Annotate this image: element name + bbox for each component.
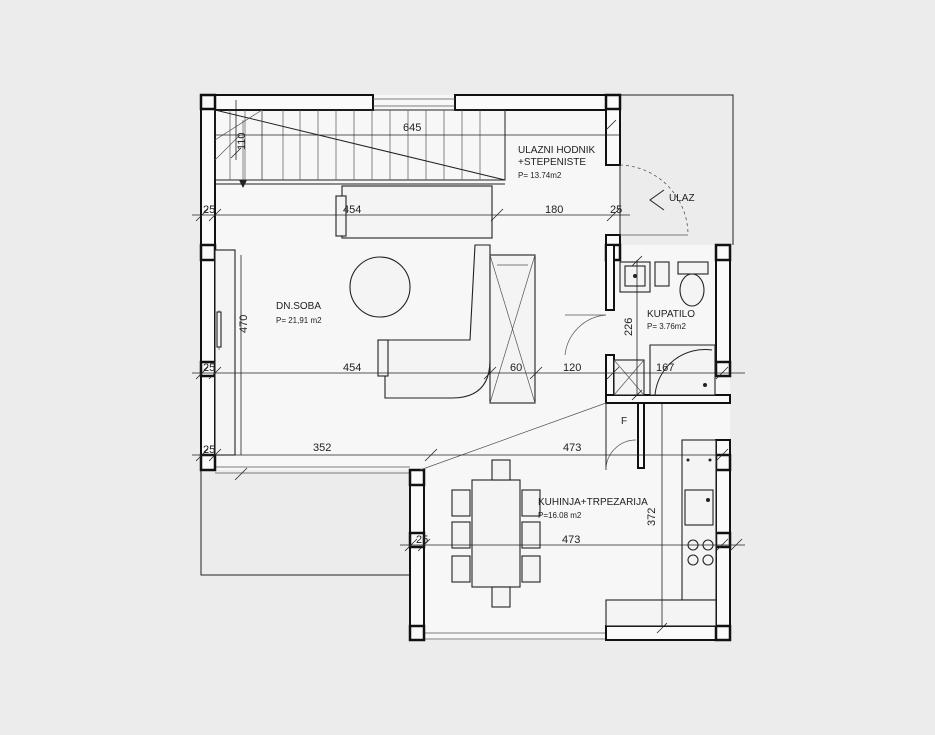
- kitchen-name: KUHINJA+TRPEZARIJA: [538, 497, 648, 508]
- hall-area: P= 13.74m2: [518, 171, 562, 180]
- living-name: DN.SOBA: [276, 301, 321, 312]
- opening-line: [419, 402, 607, 471]
- dim-wall-25c: 25: [203, 362, 215, 374]
- bath-name: KUPATILO: [647, 309, 695, 320]
- dimension-lines: [192, 100, 745, 634]
- dim-473-lower: 473: [562, 534, 580, 546]
- living-area: P= 21,91 m2: [276, 316, 322, 325]
- dim-wall-25b: 25: [610, 204, 622, 216]
- staircase: [214, 109, 506, 188]
- room-labels: ULAZNI HODNIK +STEPENISTE P= 13.74m2 DN.…: [276, 145, 695, 520]
- entrance-door: [619, 164, 689, 236]
- utility-box: [613, 359, 645, 396]
- hall-name-2: +STEPENISTE: [518, 157, 586, 168]
- closet-door: [605, 439, 637, 471]
- dim-226: 226: [623, 318, 635, 336]
- bathroom-door: [564, 314, 607, 356]
- dim-470: 470: [238, 315, 250, 333]
- dim-352: 352: [313, 442, 331, 454]
- dim-473-upper: 473: [563, 442, 581, 454]
- dim-454-mid: 454: [343, 362, 361, 374]
- interior-partitions: [605, 244, 731, 470]
- dim-wall-25: 25: [203, 204, 215, 216]
- dim-167: 167: [656, 362, 674, 374]
- dimension-labels: 645 110 25 454 180 25 470 25 454 60 120 …: [203, 122, 674, 546]
- dim-60: 60: [510, 362, 522, 374]
- dim-stair-width: 645: [403, 122, 421, 134]
- hall-name: ULAZNI HODNIK: [518, 145, 596, 156]
- kitchen-area: P=16.08 m2: [538, 511, 582, 520]
- entrance-label: ULAZ: [669, 193, 695, 204]
- dim-454-top: 454: [343, 204, 361, 216]
- dim-180: 180: [545, 204, 563, 216]
- closet-label: F: [621, 416, 627, 427]
- dim-wall-25e: 25: [416, 534, 428, 546]
- living-room-furniture: [214, 185, 536, 456]
- dim-stair-depth: 110: [236, 132, 248, 150]
- bathroom-fixtures: [619, 261, 716, 396]
- dim-120: 120: [563, 362, 581, 374]
- bath-area: P= 3.76m2: [647, 322, 686, 331]
- dim-372: 372: [646, 508, 658, 526]
- dim-wall-25d: 25: [203, 444, 215, 456]
- kitchen-furniture: [451, 439, 717, 627]
